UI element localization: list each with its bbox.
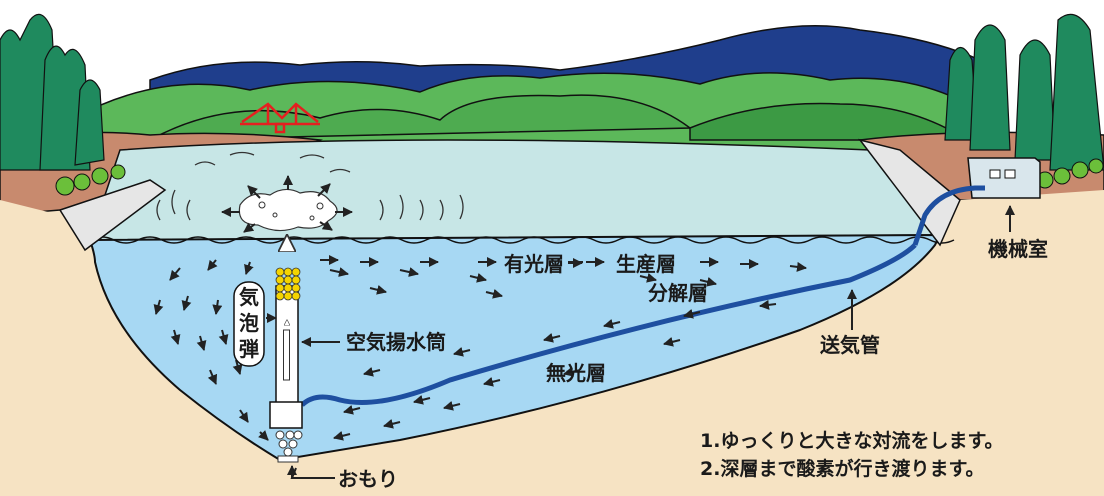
machine-room-building <box>967 157 1041 199</box>
surface-water <box>88 139 942 241</box>
aphotic-layer-label: 無光層 <box>546 361 606 385</box>
air-lift-tube-label: 空気揚水筒 <box>346 330 446 354</box>
bubble-shot-char-1: 気 <box>239 285 259 309</box>
surface-ripples <box>156 151 464 221</box>
decomposition-layer-label: 分解層 <box>648 281 708 305</box>
bridge <box>240 102 320 134</box>
note-2: 2.深層まで酸素が行き渡ります。 <box>700 457 985 480</box>
right-shrubs <box>1036 158 1104 189</box>
bubble-cluster <box>275 267 301 301</box>
left-forest <box>0 13 105 171</box>
layer-boundary <box>89 236 955 244</box>
right-dam <box>858 138 961 247</box>
production-layer-label: 生産層 <box>616 252 676 276</box>
air-lift-tube <box>269 236 303 429</box>
weight-label: おもり <box>338 467 398 491</box>
weight <box>275 430 303 463</box>
air-pipe <box>300 243 917 407</box>
euphotic-layer-label: 有光層 <box>504 252 564 276</box>
right-forest <box>944 13 1104 171</box>
note-1: 1.ゆっくりと大きな対流をします。 <box>700 429 1004 452</box>
left-dam <box>58 179 167 252</box>
left-shrubs <box>55 164 126 196</box>
upwelling-arrows <box>221 175 353 233</box>
bubble-shot-char-2: 泡 <box>239 311 259 335</box>
air-pipe-surface <box>912 185 985 246</box>
circulation-arrows <box>153 255 807 441</box>
bubble-shot-char-3: 弾 <box>239 337 259 361</box>
machine-room-label: 機械室 <box>988 237 1048 261</box>
air-pipe-label: 送気管 <box>820 333 880 357</box>
hills-right <box>689 102 951 141</box>
bubble-shot-box <box>233 281 265 367</box>
ground <box>0 190 1104 496</box>
